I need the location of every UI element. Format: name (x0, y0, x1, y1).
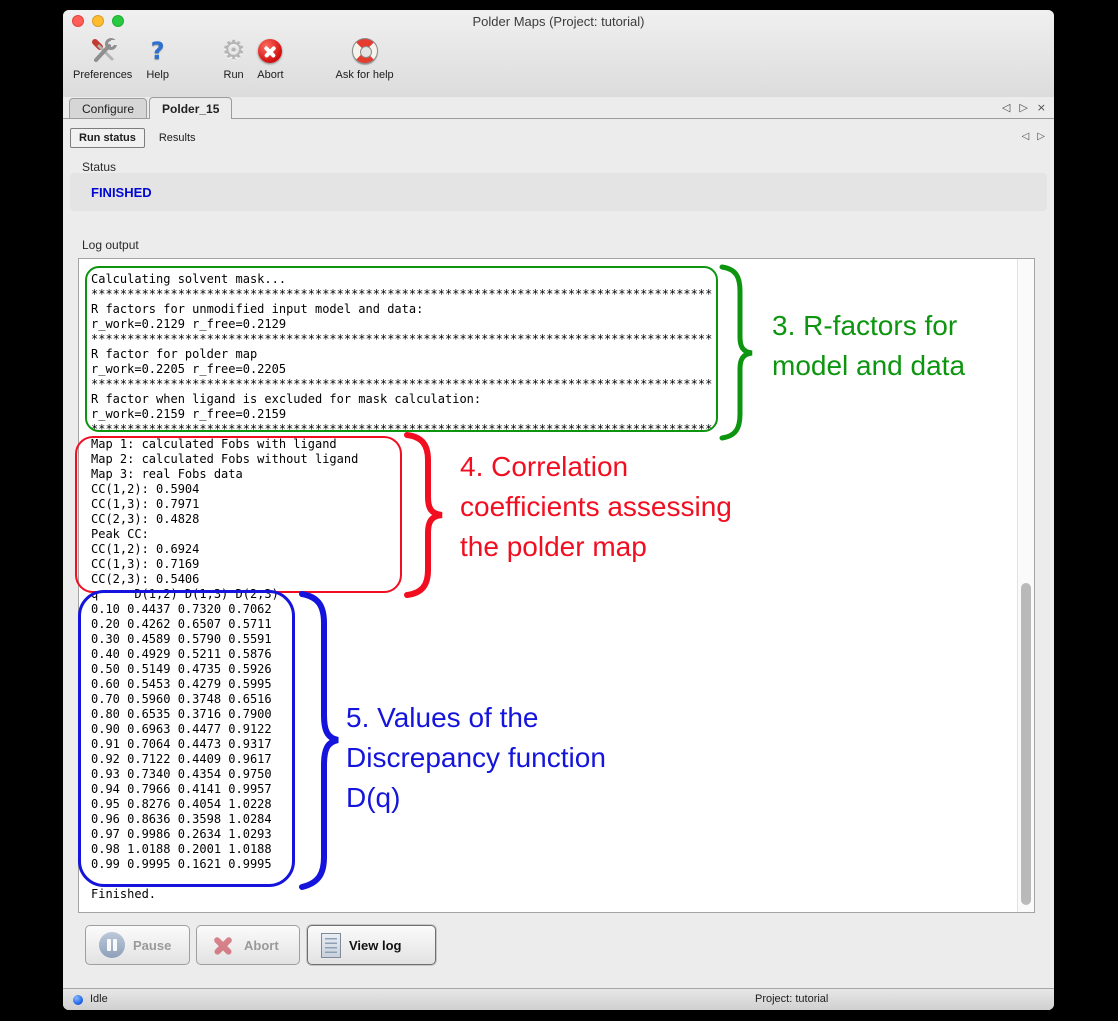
action-button-row: Pause Abort View log (63, 925, 1054, 967)
subtab-back-icon[interactable]: ◁ (1021, 131, 1030, 142)
tools-icon (88, 34, 118, 68)
log-scrollbar-thumb[interactable] (1021, 583, 1031, 905)
log-scrollbar[interactable] (1017, 259, 1034, 912)
status-bar: Idle Project: tutorial (63, 988, 1054, 1010)
run-label: Run (223, 69, 244, 81)
lifebuoy-icon (351, 38, 378, 64)
status-bar-project: Project: tutorial (755, 993, 829, 1005)
status-value: FINISHED (91, 184, 152, 200)
tab-configure[interactable]: Configure (69, 98, 148, 118)
view-log-button-label: View log (349, 937, 402, 953)
log-output-area[interactable]: Calculating solvent mask... ************… (78, 258, 1035, 913)
red-x-icon (210, 932, 236, 958)
question-icon: ? (150, 37, 165, 65)
close-window-button[interactable] (72, 15, 84, 27)
gear-icon: ⚙ (221, 36, 246, 66)
status-bar-state: Idle (90, 993, 108, 1005)
tab-back-icon[interactable]: ◁ (1001, 101, 1011, 114)
traffic-lights (72, 15, 124, 27)
tab-polder-15[interactable]: Polder_15 (149, 97, 233, 119)
preferences-button[interactable]: Preferences (73, 34, 132, 81)
run-button[interactable]: ⚙ Run (222, 34, 245, 81)
subtab-forward-icon[interactable]: ▷ (1037, 131, 1045, 142)
tab-nav-controls: ◁ ▷ × (1002, 101, 1046, 114)
status-panel: FINISHED (70, 173, 1047, 211)
abort-button-label: Abort (244, 937, 279, 953)
abort-toolbar-button[interactable]: Abort (257, 34, 284, 81)
subtab-nav-controls: ◁ ▷ (1022, 131, 1045, 142)
log-section-label: Log output (82, 238, 139, 252)
window-title: Polder Maps (Project: tutorial) (472, 14, 645, 29)
tab-close-icon[interactable]: × (1036, 101, 1046, 114)
tab-configure-label: Configure (82, 101, 135, 116)
ask-for-help-label: Ask for help (335, 69, 394, 81)
view-log-button[interactable]: View log (307, 925, 436, 965)
zoom-window-button[interactable] (112, 15, 124, 27)
stop-icon (258, 39, 283, 63)
log-text: Calculating solvent mask... ************… (91, 272, 713, 901)
log-document-icon (321, 932, 341, 958)
subtab-results[interactable]: Results (158, 132, 196, 144)
status-section-label: Status (82, 160, 117, 174)
window-header-background (63, 10, 1054, 97)
abort-label: Abort (257, 69, 284, 81)
tab-polder-15-label: Polder_15 (162, 101, 220, 116)
idle-indicator-icon (73, 995, 83, 1005)
help-button[interactable]: ? Help (146, 34, 169, 81)
tab-forward-icon[interactable]: ▷ (1019, 101, 1028, 114)
subtab-bar: Run status Results ◁ ▷ (70, 126, 1047, 150)
help-label: Help (146, 69, 169, 81)
subtab-run-status[interactable]: Run status (70, 128, 145, 148)
toolbar: Preferences ? Help ⚙ Run Abort Ask for h… (73, 34, 394, 92)
pause-icon (99, 932, 125, 958)
titlebar: Polder Maps (Project: tutorial) (63, 10, 1054, 32)
app-window: Polder Maps (Project: tutorial) Preferen… (63, 10, 1054, 1010)
pause-button[interactable]: Pause (85, 925, 190, 965)
preferences-label: Preferences (73, 69, 133, 81)
abort-button[interactable]: Abort (196, 925, 300, 965)
ask-for-help-button[interactable]: Ask for help (336, 34, 394, 81)
pause-button-label: Pause (133, 937, 172, 953)
tab-bar: Configure Polder_15 ◁ ▷ × (63, 97, 1054, 119)
minimize-window-button[interactable] (92, 15, 104, 27)
